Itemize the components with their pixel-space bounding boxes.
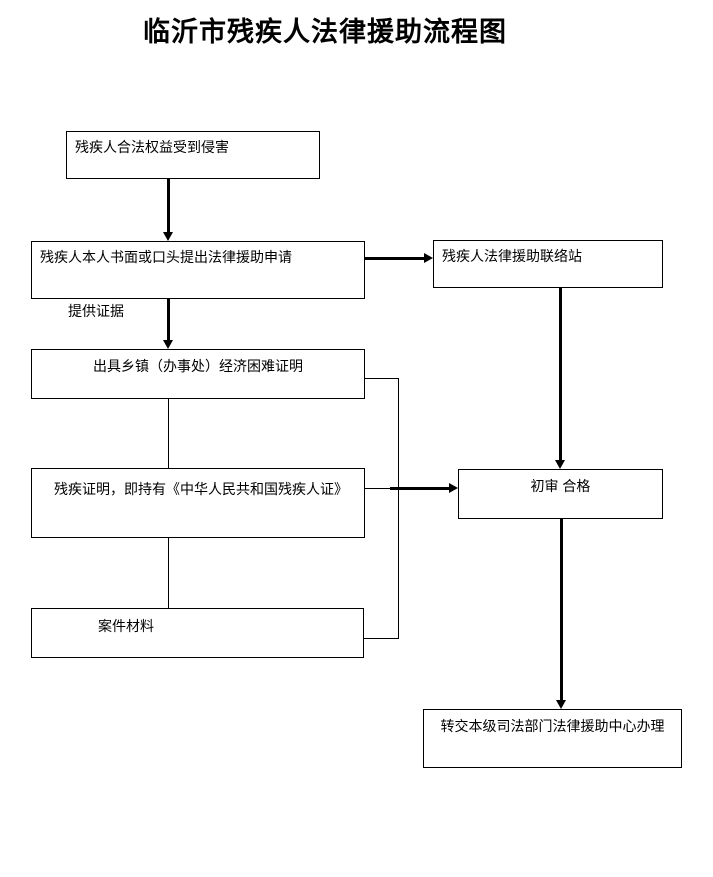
node-liaison-station: 残疾人法律援助联络站	[433, 240, 663, 288]
node-label: 残疾人法律援助联络站	[442, 248, 582, 264]
arrow-line-6	[560, 519, 563, 701]
edge-label-provide-evidence: 提供证据	[68, 303, 124, 319]
collector-branch-3	[364, 638, 398, 639]
arrowhead-down-icon	[163, 340, 173, 349]
arrowhead-down-icon	[163, 232, 173, 241]
node-label: 残疾人合法权益受到侵害	[75, 139, 229, 155]
link-line-1	[168, 399, 169, 468]
node-label: 案件材料	[98, 618, 154, 634]
collector-rail	[398, 378, 399, 639]
arrow-line-3	[167, 299, 170, 341]
node-label: 残疾证明，即持有《中华人民共和国残疾人证》	[54, 481, 348, 497]
arrowhead-right-icon	[449, 483, 458, 493]
node-economic-cert: 出具乡镇（办事处）经济困难证明	[31, 349, 365, 399]
arrow-line-4	[559, 288, 562, 461]
node-label: 初审 合格	[530, 478, 591, 494]
node-disability-cert: 残疾证明，即持有《中华人民共和国残疾人证》	[31, 468, 365, 538]
node-preliminary-pass: 初审 合格	[458, 469, 663, 519]
node-label: 残疾人本人书面或口头提出法律援助申请	[40, 249, 292, 265]
node-label: 转交本级司法部门法律援助中心办理	[440, 718, 665, 734]
node-rights-infringed: 残疾人合法权益受到侵害	[66, 131, 320, 179]
node-application: 残疾人本人书面或口头提出法律援助申请	[31, 241, 365, 299]
link-line-2	[168, 538, 169, 608]
collector-branch-2	[365, 488, 398, 489]
arrowhead-down-icon	[555, 460, 565, 469]
arrowhead-right-icon	[424, 253, 433, 263]
node-transfer: 转交本级司法部门法律援助中心办理	[423, 709, 682, 768]
arrow-line-1	[167, 179, 170, 233]
node-label: 出具乡镇（办事处）经济困难证明	[93, 358, 303, 374]
arrowhead-down-icon	[556, 700, 566, 709]
arrow-line-5	[390, 487, 450, 490]
collector-branch-1	[365, 378, 398, 379]
node-case-materials: 案件材料	[31, 608, 364, 658]
arrow-line-2	[365, 257, 425, 260]
page-title: 临沂市残疾人法律援助流程图	[143, 17, 507, 47]
